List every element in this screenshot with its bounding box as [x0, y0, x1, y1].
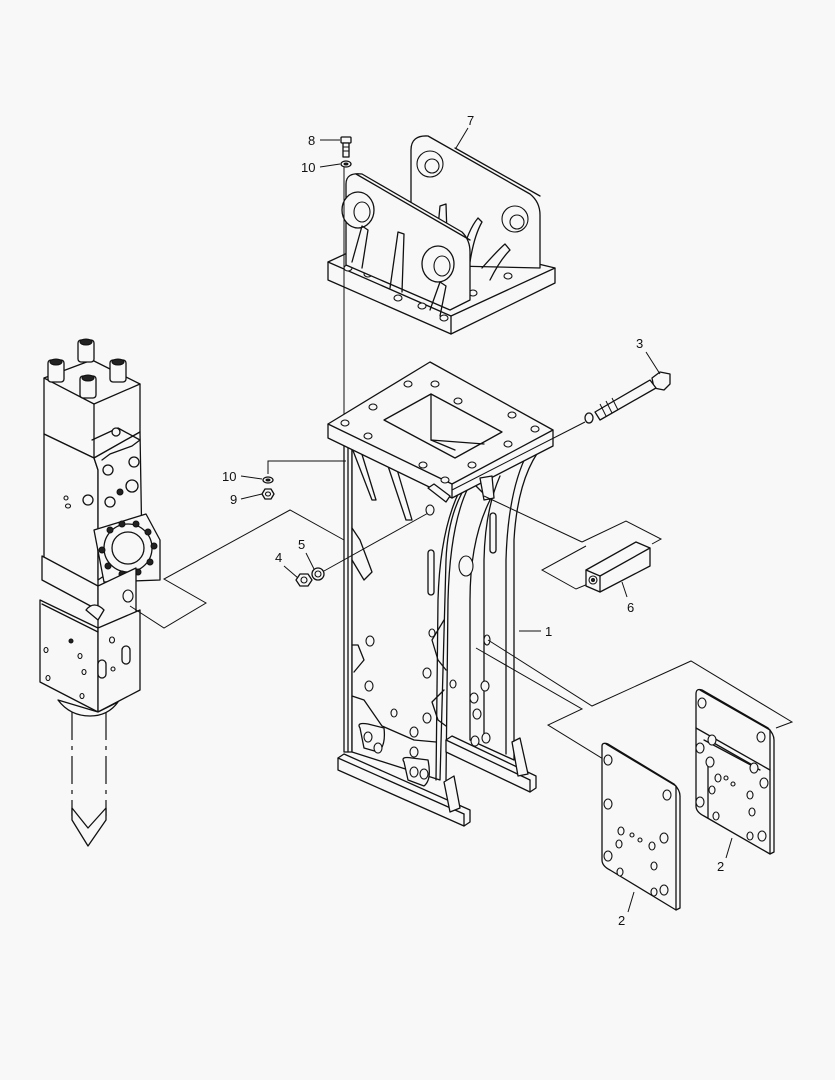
bolt-8 — [340, 136, 352, 430]
callout-2-rear: 2 — [717, 859, 724, 874]
spacer-block-6 — [483, 495, 663, 593]
wear-plate-rear — [695, 688, 775, 855]
callout-3: 3 — [636, 336, 643, 351]
top-bracket — [327, 135, 556, 335]
nut-washer-9-10 — [261, 460, 346, 500]
callout-10-top: 10 — [301, 160, 315, 175]
callout-labels: 1 2 2 3 4 5 6 7 8 10 10 9 — [222, 113, 724, 928]
callout-6: 6 — [627, 600, 634, 615]
callout-2-front: 2 — [618, 913, 625, 928]
hydraulic-breaker — [39, 338, 345, 847]
through-bolt-3 — [451, 371, 671, 491]
callout-8: 8 — [308, 133, 315, 148]
fitting-icon — [47, 338, 127, 399]
callout-1: 1 — [545, 624, 552, 639]
callout-leaders — [240, 127, 733, 913]
guide-line-plates-2 — [487, 639, 794, 729]
main-frame — [327, 361, 554, 827]
wear-plate-front — [601, 742, 681, 911]
callout-10-lower: 10 — [222, 469, 236, 484]
callout-4: 4 — [275, 550, 282, 565]
callout-9: 9 — [230, 492, 237, 507]
callout-5: 5 — [298, 537, 305, 552]
callout-7: 7 — [467, 113, 474, 128]
nut-washer-4-5 — [295, 504, 435, 587]
